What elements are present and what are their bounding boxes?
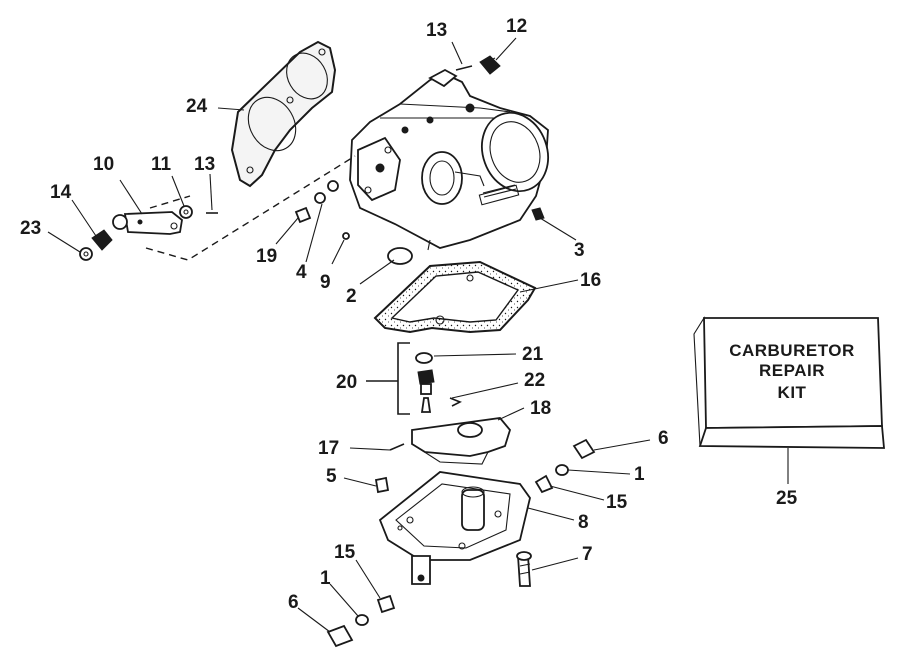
- callout-15-right: 15: [606, 492, 628, 513]
- part-20-bracket: [366, 342, 410, 415]
- callout-24: 24: [186, 96, 208, 117]
- part-5-screw: [374, 476, 390, 494]
- part-12-plug: [479, 55, 501, 75]
- part-4-washers: [314, 180, 339, 204]
- callout-13-left: 13: [194, 154, 215, 175]
- part-24-flange-gasket: [230, 40, 337, 188]
- part-14-roller: [91, 229, 113, 251]
- callout-5: 5: [326, 466, 337, 487]
- part-6-plug-right: [572, 438, 596, 460]
- part-10-throttle-lever: [112, 211, 183, 235]
- part-25-repair-kit-box: CARBURETOR REPAIR KIT: [693, 316, 885, 449]
- leader-lines: [47, 37, 789, 633]
- part-3-screw: [531, 207, 545, 221]
- callout-10: 10: [93, 154, 114, 175]
- part-23-washer: [79, 247, 93, 261]
- callout-11: 11: [151, 154, 172, 175]
- callout-22: 22: [524, 370, 545, 391]
- part-16-bowl-gasket: [373, 260, 537, 334]
- callout-16: 16: [580, 270, 601, 291]
- part-18-float: [411, 417, 512, 465]
- part-1-washer-left: [355, 614, 369, 626]
- callout-12: 12: [506, 16, 527, 37]
- callout-14: 14: [50, 182, 72, 203]
- part-15-jet-right: [534, 474, 554, 494]
- callout-9: 9: [320, 272, 331, 293]
- part-8-float-bowl: [378, 471, 531, 585]
- callout-25: 25: [776, 488, 798, 509]
- kit-label-line3: KIT: [778, 383, 807, 402]
- part-19-screw: [294, 206, 312, 224]
- callout-2: 2: [346, 286, 357, 307]
- callout-1-right: 1: [634, 464, 645, 485]
- part-20-needle-seat: [417, 369, 435, 413]
- callout-4: 4: [296, 262, 307, 283]
- part-21-oring: [415, 352, 433, 364]
- callout-15-left: 15: [334, 542, 356, 563]
- callout-8: 8: [578, 512, 589, 533]
- callout-13-top: 13: [426, 20, 447, 41]
- callout-21: 21: [522, 344, 544, 365]
- part-15-jet-left: [376, 594, 396, 614]
- callout-23: 23: [20, 218, 41, 239]
- callout-19: 19: [256, 246, 277, 267]
- part-11-washer: [179, 205, 193, 219]
- alignment-dashed-lines: [145, 155, 356, 261]
- callout-17: 17: [318, 438, 339, 459]
- part-22-clip: [449, 397, 462, 407]
- callout-labels: 13 12 24 10 11 13 14 23 19 4 9 2 3 16 20…: [20, 16, 798, 613]
- callout-3: 3: [574, 240, 585, 261]
- part-9-ball: [342, 232, 350, 240]
- part-13-pin-top: [455, 65, 473, 71]
- callout-7: 7: [582, 544, 593, 565]
- part-7-screw: [516, 551, 532, 587]
- kit-label-line1: CARBURETOR: [729, 341, 855, 360]
- part-17-pin: [389, 443, 405, 451]
- callout-1-left: 1: [320, 568, 331, 589]
- carburetor-body: [349, 68, 549, 251]
- part-1-washer-right: [555, 464, 569, 476]
- kit-label-line2: REPAIR: [759, 361, 825, 380]
- callout-6-left: 6: [288, 592, 299, 613]
- callout-18: 18: [530, 398, 551, 419]
- callout-6-right: 6: [658, 428, 669, 449]
- part-6-plug-left: [326, 624, 354, 648]
- callout-20: 20: [336, 372, 357, 393]
